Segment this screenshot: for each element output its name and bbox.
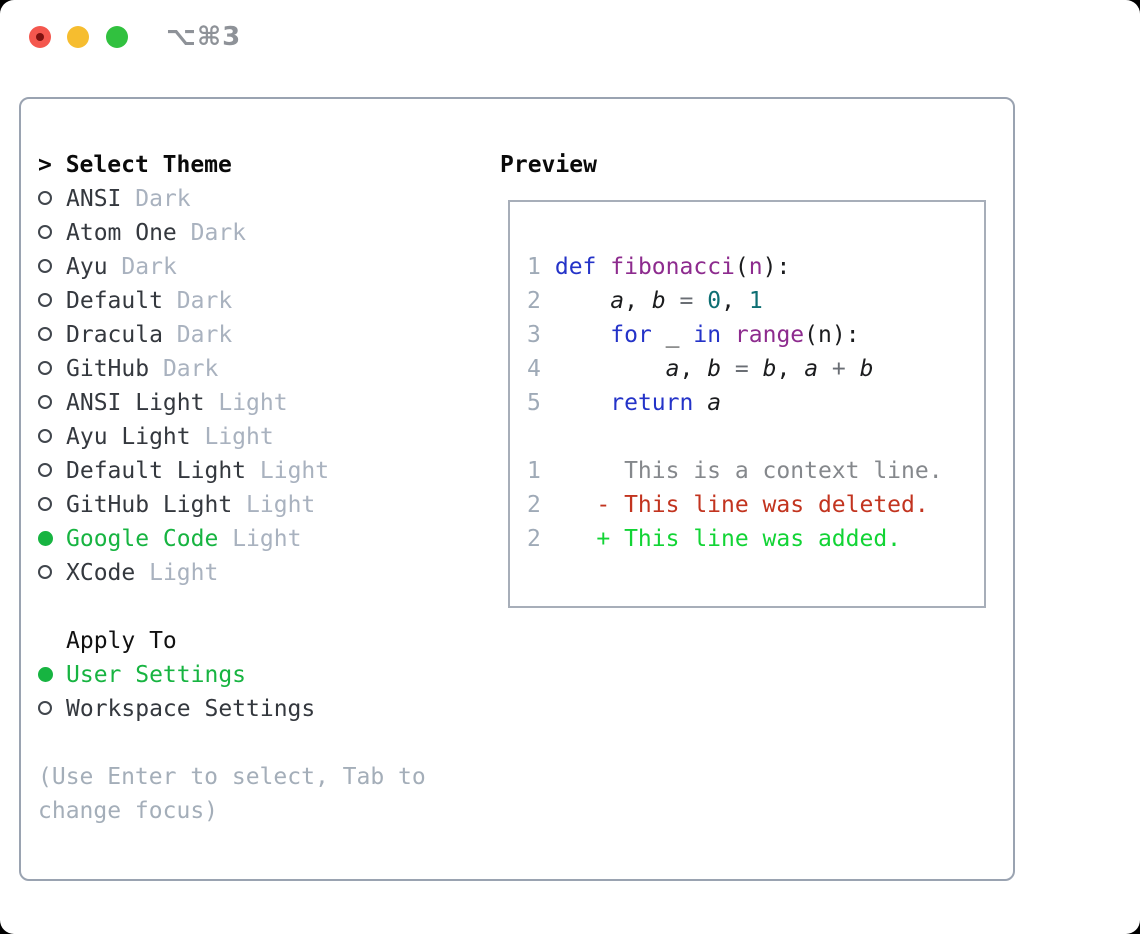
theme-name: Google Code bbox=[66, 526, 219, 552]
spacer-row bbox=[38, 590, 426, 624]
radio-icon bbox=[38, 497, 52, 511]
radio-icon bbox=[38, 565, 52, 579]
theme-option[interactable]: GitHub Light Light bbox=[38, 488, 426, 522]
minimize-button[interactable] bbox=[67, 26, 89, 48]
line-number: 2 bbox=[527, 526, 541, 552]
theme-variant: Light bbox=[246, 492, 316, 518]
spacer-row bbox=[38, 726, 426, 760]
theme-variant: Dark bbox=[176, 288, 233, 314]
theme-name: Atom One bbox=[66, 220, 177, 246]
theme-name: Ayu Light bbox=[66, 424, 191, 450]
theme-name: Ayu bbox=[66, 254, 108, 280]
theme-variant: Light bbox=[232, 526, 302, 552]
zoom-button[interactable] bbox=[106, 26, 128, 48]
apply-option[interactable]: Workspace Settings bbox=[38, 692, 426, 726]
radio-icon bbox=[38, 191, 52, 205]
radio-icon bbox=[38, 395, 52, 409]
line-number bbox=[527, 216, 541, 250]
preview-line: 2 a, b = 0, 1 bbox=[527, 284, 943, 318]
line-number bbox=[527, 420, 541, 454]
radio-icon bbox=[38, 666, 53, 682]
theme-option[interactable]: Default Light Light bbox=[38, 454, 426, 488]
preview-title: Preview bbox=[500, 152, 597, 178]
preview-line bbox=[527, 556, 943, 590]
theme-option[interactable]: XCode Light bbox=[38, 556, 426, 590]
apply-option-label: Workspace Settings bbox=[66, 696, 316, 722]
close-button[interactable] bbox=[29, 26, 51, 48]
hint-text-line-2: change focus) bbox=[38, 798, 219, 824]
apply-option-label: User Settings bbox=[66, 662, 247, 688]
theme-name: Default Light bbox=[66, 458, 247, 484]
preview-line bbox=[527, 216, 943, 250]
theme-name: ANSI bbox=[66, 186, 122, 212]
line-number: 4 bbox=[527, 356, 541, 382]
theme-option[interactable]: ANSI Light Light bbox=[38, 386, 426, 420]
line-number: 2 bbox=[527, 288, 541, 314]
line-number bbox=[527, 556, 541, 590]
line-number: 2 bbox=[527, 492, 541, 518]
preview-line: 5 return a bbox=[527, 386, 943, 420]
theme-name: GitHub bbox=[66, 356, 150, 382]
theme-name: XCode bbox=[66, 560, 136, 586]
theme-option[interactable]: Google Code Light bbox=[38, 522, 426, 556]
line-number: 5 bbox=[527, 390, 541, 416]
theme-option[interactable]: GitHub Dark bbox=[38, 352, 426, 386]
preview-line: 3 for _ in range(n): bbox=[527, 318, 943, 352]
radio-icon bbox=[38, 701, 52, 715]
theme-variant: Dark bbox=[135, 186, 191, 212]
radio-icon bbox=[38, 225, 52, 239]
preview-line: 1 This is a context line. bbox=[527, 454, 943, 488]
theme-option[interactable]: Ayu Dark bbox=[38, 250, 426, 284]
theme-variant: Dark bbox=[162, 356, 219, 382]
preview-line bbox=[527, 420, 943, 454]
theme-option[interactable]: Atom One Dark bbox=[38, 216, 426, 250]
preview-line: 2 + This line was added. bbox=[527, 522, 943, 556]
focus-caret-icon: > bbox=[38, 152, 66, 178]
theme-option[interactable]: ANSI Dark bbox=[38, 182, 426, 216]
hint-text-line-1: (Use Enter to select, Tab to bbox=[38, 764, 426, 790]
theme-variant: Light bbox=[218, 390, 288, 416]
apply-to-header: Apply To bbox=[38, 624, 426, 658]
radio-icon bbox=[38, 361, 52, 375]
preview-line: 1 def fibonacci(n): bbox=[527, 250, 943, 284]
theme-variant: Dark bbox=[176, 322, 233, 348]
radio-icon bbox=[38, 259, 52, 273]
apply-to-header-label: Apply To bbox=[66, 628, 177, 654]
radio-icon bbox=[38, 530, 53, 546]
theme-variant: Dark bbox=[121, 254, 177, 280]
theme-name: Default bbox=[66, 288, 163, 314]
theme-option[interactable]: Dracula Dark bbox=[38, 318, 426, 352]
window-title: ⌥⌘3 bbox=[166, 22, 242, 52]
theme-variant: Light bbox=[204, 424, 274, 450]
select-theme-header: > Select Theme bbox=[38, 148, 426, 182]
preview-line: 2 - This line was deleted. bbox=[527, 488, 943, 522]
theme-name: ANSI Light bbox=[66, 390, 205, 416]
theme-variant: Dark bbox=[190, 220, 247, 246]
theme-option[interactable]: Default Dark bbox=[38, 284, 426, 318]
radio-icon bbox=[38, 463, 52, 477]
radio-icon bbox=[38, 429, 52, 443]
theme-name: Dracula bbox=[66, 322, 163, 348]
line-number: 1 bbox=[527, 254, 541, 280]
theme-name: GitHub Light bbox=[66, 492, 233, 518]
theme-option[interactable]: Ayu Light Light bbox=[38, 420, 426, 454]
apply-option[interactable]: User Settings bbox=[38, 658, 426, 692]
radio-icon bbox=[38, 293, 52, 307]
radio-icon bbox=[38, 327, 52, 341]
theme-variant: Light bbox=[259, 458, 330, 484]
close-dot-icon bbox=[36, 33, 44, 41]
select-theme-header-label: Select Theme bbox=[65, 152, 232, 178]
line-number: 3 bbox=[527, 322, 541, 348]
preview-line: 4 a, b = b, a + b bbox=[527, 352, 943, 386]
theme-variant: Light bbox=[149, 560, 219, 586]
line-number: 1 bbox=[527, 458, 541, 484]
